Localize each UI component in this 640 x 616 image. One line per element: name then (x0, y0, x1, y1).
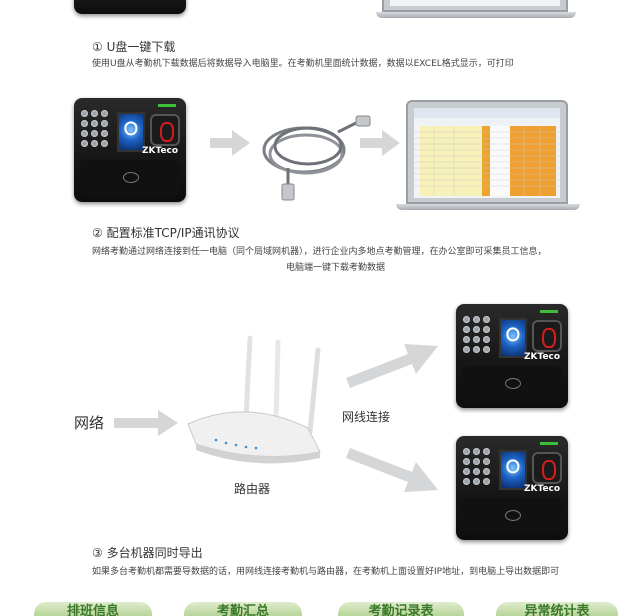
arrow-down-right-icon (346, 448, 438, 492)
tab-attendance-records[interactable]: 考勤记录表 (338, 602, 464, 616)
tab-schedule-info[interactable]: 排班信息 (34, 602, 152, 616)
attendance-device-top-partial (74, 0, 186, 14)
section1-desc: 使用U盘从考勤机下载数据后将数据导入电脑里。在考勤机里面统计数据，数据以EXCE… (92, 59, 514, 69)
attendance-device: ZKTeco (456, 304, 568, 408)
arrow-up-right-icon (346, 344, 438, 388)
cable-connection-label: 网线连接 (342, 410, 391, 424)
device-brand: ZKTeco (142, 146, 179, 156)
section2-desc-line1: 网络考勤通过网络连接到任一电脑（同个局域网机器），进行企业内多地点考勤管理，在办… (92, 247, 547, 257)
arrow-right-icon (210, 130, 250, 156)
tab-attendance-summary[interactable]: 考勤汇总 (184, 602, 302, 616)
spreadsheet-icon (414, 108, 560, 196)
device-brand: ZKTeco (524, 484, 561, 494)
section2-title: ② 配置标准TCP/IP通讯协议 (92, 226, 240, 240)
router-icon (187, 335, 321, 464)
attendance-device: ZKTeco (74, 98, 186, 202)
device-brand: ZKTeco (524, 352, 561, 362)
section1-title: ① U盘一键下载 (92, 40, 176, 54)
router-label: 路由器 (234, 482, 271, 496)
section2-desc-line2: 电脑端一键下载考勤数据 (286, 263, 386, 273)
network-cable-icon (262, 115, 371, 201)
arrow-right-icon (360, 130, 400, 156)
section3-title: ③ 多台机器同时导出 (92, 546, 203, 560)
arrow-right-icon (114, 410, 178, 436)
attendance-device: ZKTeco (456, 436, 568, 540)
section3-desc: 如果多台考勤机都需要导数据的话，用网线连接考勤机与路由器，在考勤机上面设置好IP… (92, 567, 560, 577)
tab-exception-stats[interactable]: 异常统计表 (496, 602, 618, 616)
network-label: 网络 (74, 414, 105, 432)
